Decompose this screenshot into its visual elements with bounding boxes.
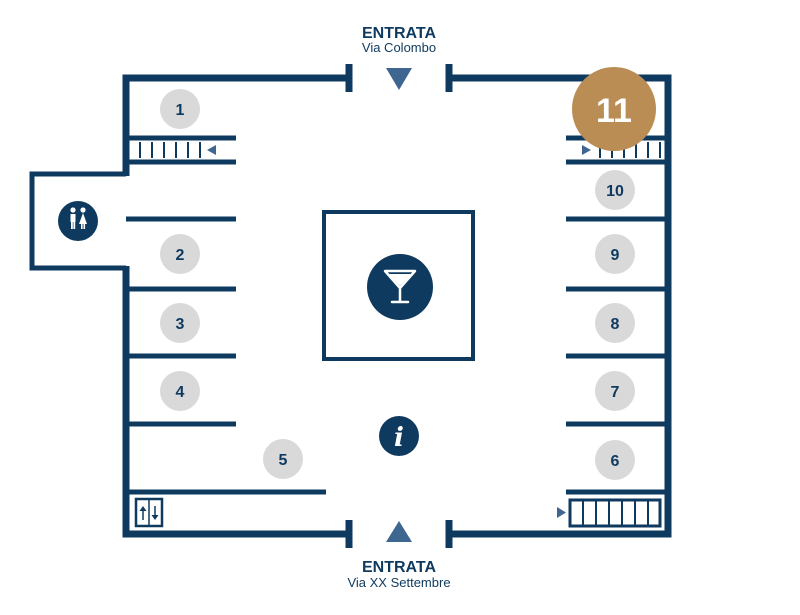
stand-10[interactable]: 10 [595,170,635,210]
stand-4[interactable]: 4 [160,371,200,411]
stand-number: 1 [176,102,185,119]
stand-6[interactable]: 6 [595,440,635,480]
info-icon[interactable]: i [379,416,419,456]
stand-number: 9 [611,247,620,264]
stand-number: 11 [596,92,632,130]
central-bar-area [322,210,475,361]
top-entrance-arrow [386,68,412,90]
bottom-entrance-arrow [386,521,412,542]
stand-7[interactable]: 7 [595,371,635,411]
stand-1[interactable]: 1 [160,89,200,129]
restroom-annex [29,171,126,271]
bottom-entrance-street: Via XX Settembre [347,575,450,590]
stand-8[interactable]: 8 [595,303,635,343]
stand-number: 2 [176,247,185,264]
elevator-icon [134,497,164,528]
info-icon-glyph: i [394,423,404,453]
stand-11-highlighted[interactable]: 11 [572,67,656,151]
stand-number: 5 [279,452,288,469]
stand-number: 8 [611,316,620,333]
cocktail-bar-icon[interactable] [367,254,433,320]
stand-9[interactable]: 9 [595,234,635,274]
stand-number: 6 [611,453,620,470]
restroom-icon[interactable] [58,201,98,241]
stairs-icon [139,142,216,158]
stand-number: 7 [611,384,620,401]
stand-3[interactable]: 3 [160,303,200,343]
stand-number: 10 [606,183,624,200]
stand-5[interactable]: 5 [263,439,303,479]
stand-number: 4 [176,384,185,401]
left-partitions [126,135,326,495]
stand-2[interactable]: 2 [160,234,200,274]
stairs-icon [557,498,662,528]
bottom-entrance-title: ENTRATA [362,559,437,576]
stand-number: 3 [176,316,185,333]
top-entrance-street: Via Colombo [362,40,436,55]
top-entrance-title: ENTRATA [362,25,437,42]
